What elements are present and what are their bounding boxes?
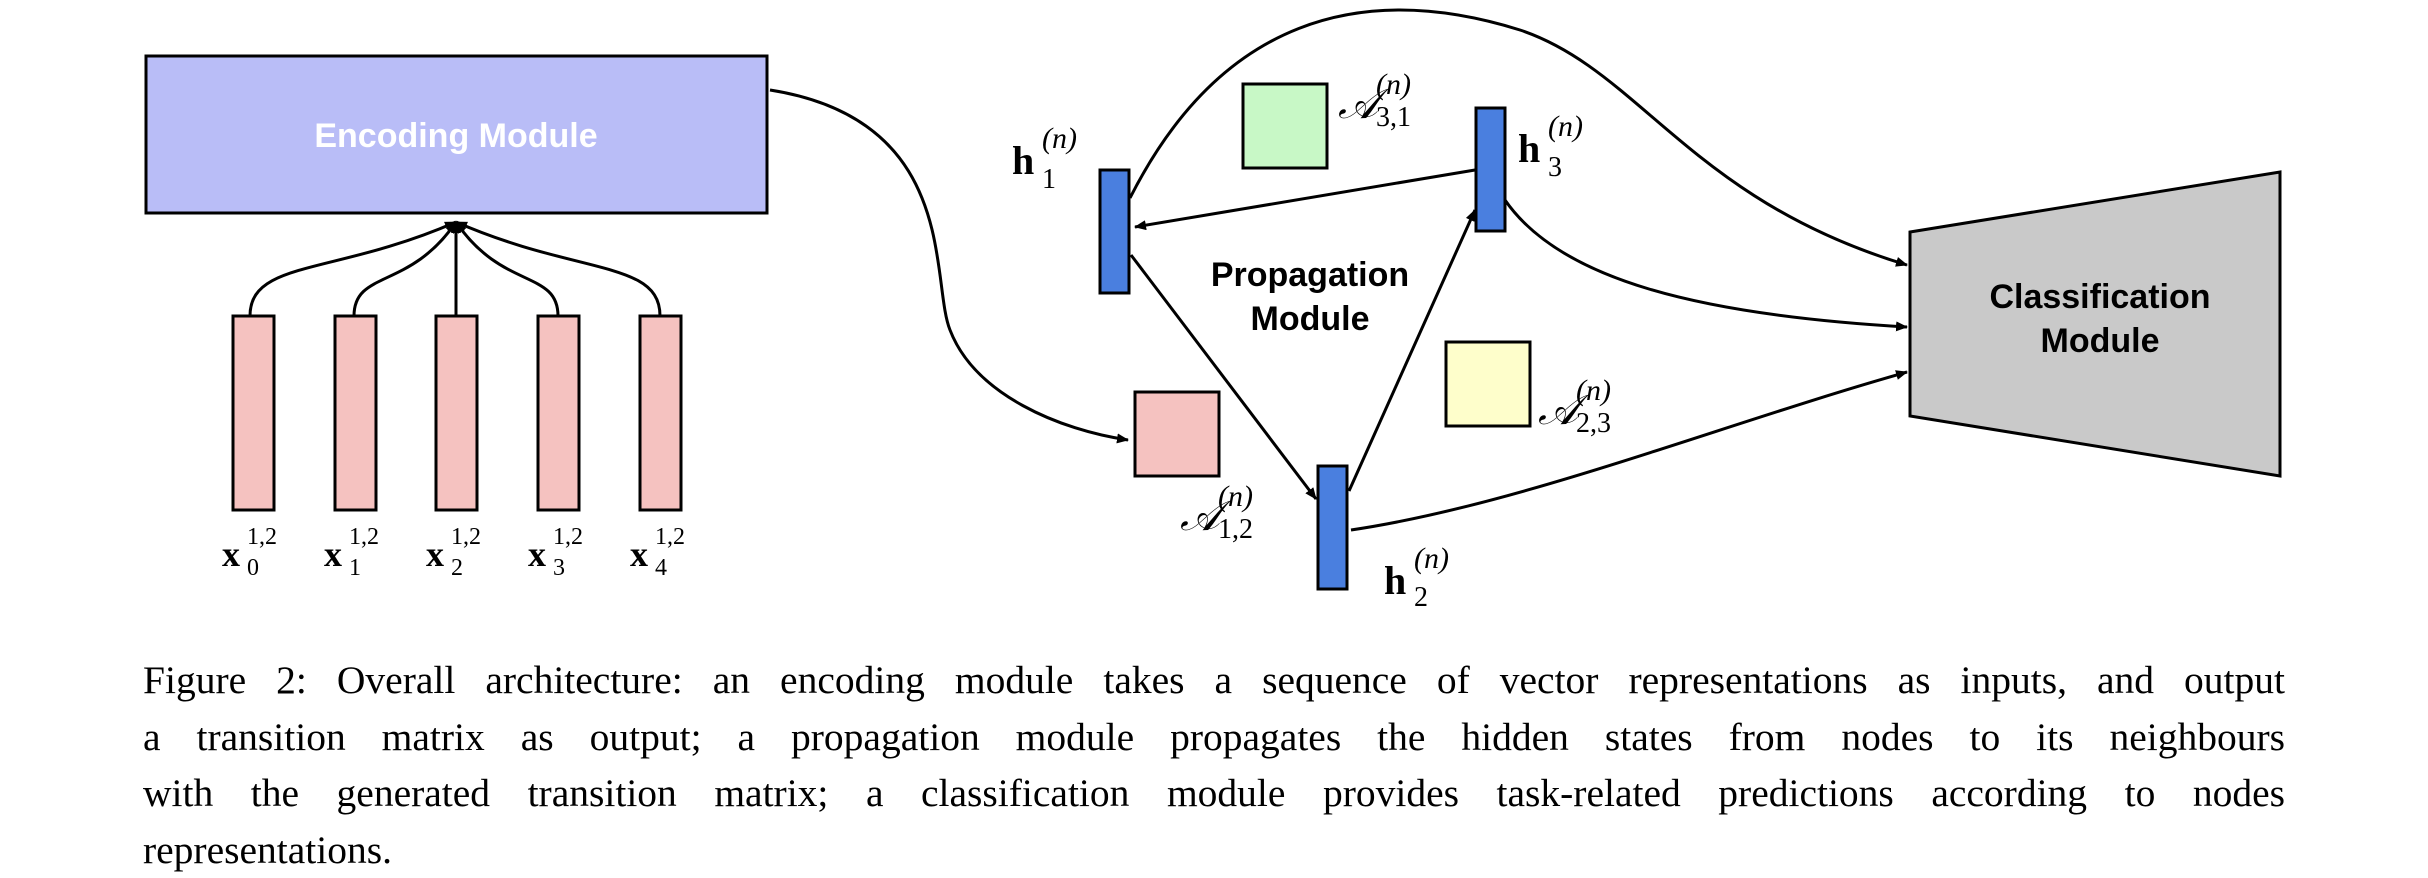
propagation-module-label: Propagation Module xyxy=(1211,256,1409,338)
svg-text:1,2: 1,2 xyxy=(451,524,481,550)
input-vector-x0 xyxy=(233,316,274,510)
architecture-diagram: Encoding Module x 1,2 0 x 1,2 1 x 1,2 2 xyxy=(0,0,2428,640)
input-vector-x3 xyxy=(538,316,579,510)
svg-text:(n): (n) xyxy=(1414,542,1449,575)
svg-text:3: 3 xyxy=(1548,152,1562,183)
svg-text:1,2: 1,2 xyxy=(247,524,277,550)
svg-text:x: x xyxy=(630,534,648,574)
transition-matrix-a31 xyxy=(1243,84,1327,168)
classification-module: Classification Module xyxy=(1910,172,2280,476)
svg-text:1,2: 1,2 xyxy=(349,524,379,550)
svg-text:1: 1 xyxy=(1042,164,1056,195)
input-vector-x2 xyxy=(436,316,477,510)
svg-text:1: 1 xyxy=(349,555,361,581)
input-label-x0: x 1,2 0 xyxy=(222,524,277,581)
svg-text:0: 0 xyxy=(247,555,259,581)
svg-text:1,2: 1,2 xyxy=(655,524,685,550)
svg-text:4: 4 xyxy=(655,555,667,581)
connector-x1 xyxy=(354,222,456,316)
transition-matrix-a23 xyxy=(1446,342,1530,426)
svg-text:(n): (n) xyxy=(1376,68,1411,101)
svg-text:2,3: 2,3 xyxy=(1576,408,1611,439)
svg-text:x: x xyxy=(528,534,546,574)
svg-text:x: x xyxy=(426,534,444,574)
hidden-state-label-h3: h (n) 3 xyxy=(1518,110,1583,183)
connector-x0 xyxy=(250,222,456,316)
input-label-x4: x 1,2 4 xyxy=(630,524,685,581)
transition-label-a12: 𝒜 (n) 1,2 xyxy=(1180,480,1253,545)
hidden-states xyxy=(1100,108,1505,589)
svg-text:Classification: Classification xyxy=(1989,278,2210,316)
svg-text:2: 2 xyxy=(1414,582,1428,613)
arrow-h2-to-classification xyxy=(1351,372,1907,530)
caption-line-1: Figure 2: Overall architecture: an encod… xyxy=(143,652,2285,709)
encoding-module: Encoding Module xyxy=(146,56,767,213)
input-vector-x4 xyxy=(640,316,681,510)
svg-text:Propagation: Propagation xyxy=(1211,256,1409,294)
connector-x4 xyxy=(456,222,660,316)
figure-caption: Figure 2: Overall architecture: an encod… xyxy=(143,652,2285,878)
svg-text:(n): (n) xyxy=(1042,122,1077,155)
svg-text:Module: Module xyxy=(2041,322,2160,360)
caption-line-4: representations. xyxy=(143,822,2285,878)
arrow-h3-to-classification xyxy=(1505,200,1907,327)
transition-label-a31: 𝒜 (n) 3,1 xyxy=(1338,68,1411,133)
encoding-module-label: Encoding Module xyxy=(314,117,597,155)
svg-text:h: h xyxy=(1384,558,1406,603)
hidden-state-label-h1: h (n) 1 xyxy=(1012,122,1077,195)
caption-line-3: with the generated transition matrix; a … xyxy=(143,765,2285,822)
hidden-state-h2 xyxy=(1318,466,1347,589)
input-connectors xyxy=(250,222,660,316)
svg-text:(n): (n) xyxy=(1548,110,1583,143)
svg-text:h: h xyxy=(1012,138,1034,183)
svg-text:(n): (n) xyxy=(1218,480,1253,513)
input-label-x2: x 1,2 2 xyxy=(426,524,481,581)
svg-text:(n): (n) xyxy=(1576,374,1611,407)
svg-text:Module: Module xyxy=(1251,300,1370,338)
hidden-state-h1 xyxy=(1100,170,1129,293)
svg-text:3: 3 xyxy=(553,555,565,581)
input-vector-x1 xyxy=(335,316,376,510)
input-label-x3: x 1,2 3 xyxy=(528,524,583,581)
svg-text:1,2: 1,2 xyxy=(553,524,583,550)
input-labels: x 1,2 0 x 1,2 1 x 1,2 2 x 1,2 3 x 1,2 4 xyxy=(222,524,685,581)
caption-line-2: a transition matrix as output; a propaga… xyxy=(143,709,2285,766)
input-label-x1: x 1,2 1 xyxy=(324,524,379,581)
svg-text:2: 2 xyxy=(451,555,463,581)
transition-matrix-a12 xyxy=(1135,392,1219,476)
svg-text:x: x xyxy=(222,534,240,574)
svg-text:1,2: 1,2 xyxy=(1218,514,1253,545)
transition-label-a23: 𝒜 (n) 2,3 xyxy=(1538,374,1611,439)
svg-text:x: x xyxy=(324,534,342,574)
input-vectors xyxy=(233,316,681,510)
connector-x3 xyxy=(456,222,558,316)
hidden-state-label-h2: h (n) 2 xyxy=(1384,542,1449,613)
hidden-state-h3 xyxy=(1476,108,1505,231)
svg-text:h: h xyxy=(1518,126,1540,171)
arrow-h3-to-h1 xyxy=(1135,170,1475,227)
svg-text:3,1: 3,1 xyxy=(1376,102,1411,133)
